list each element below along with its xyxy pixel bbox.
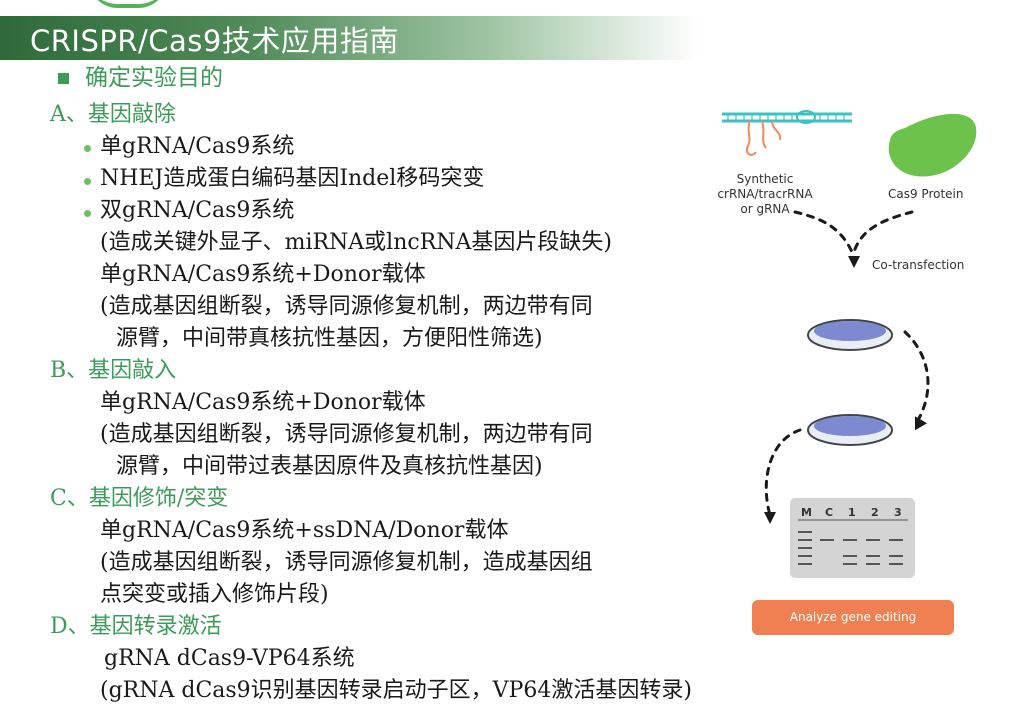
petri-dish-icon (807, 414, 893, 446)
rna-icon (722, 110, 852, 156)
gel-lane-label: M (801, 506, 812, 519)
section-a-line-3: (造成基因组断裂，诱导同源修复机制，两边带有同 (100, 294, 593, 319)
section-d-line-2: (gRNA dCas9识别基因转录启动子区，VP64激活基因转录) (100, 678, 692, 703)
cas9-protein-label: Cas9 Protein (888, 187, 964, 201)
page-title: CRISPR/Cas9技术应用指南 (30, 24, 399, 58)
top-decoration-arc (88, 0, 168, 8)
gel-lane-label: 1 (848, 506, 856, 519)
gel-lane-label: 3 (894, 506, 902, 519)
gel-icon (790, 498, 915, 578)
bullet-icon (84, 210, 91, 217)
section-b-label: B、基因敲入 (50, 358, 177, 383)
section-c-label: C、基因修饰/突变 (50, 486, 229, 511)
section-b-line-2: (造成基因组断裂，诱导同源修复机制，两边带有同 (100, 422, 593, 447)
section-a-line-2: 单gRNA/Cas9系统+Donor载体 (100, 262, 426, 287)
cotransfection-label: Co-transfection (872, 258, 965, 272)
section-a-line-1: (造成关键外显子、miRNA或lncRNA基因片段缺失) (100, 230, 612, 255)
bullet-icon (84, 178, 91, 185)
bullet-icon (84, 145, 91, 152)
cas9-protein-icon (888, 113, 977, 177)
section-a-bullet-1: 单gRNA/Cas9系统 (100, 134, 295, 159)
section-a-line-4: 源臂，中间带真核抗性基因，方便阳性筛选) (116, 326, 543, 351)
section-a-bullet-3: 双gRNA/Cas9系统 (100, 198, 295, 223)
section-c-line-2: (造成基因组断裂，诱导同源修复机制，造成基因组 (100, 550, 593, 575)
section-c-line-1: 单gRNA/Cas9系统+ssDNA/Donor载体 (100, 518, 509, 543)
section-b-line-1: 单gRNA/Cas9系统+Donor载体 (100, 390, 426, 415)
gel-lane-label: 2 (871, 506, 879, 519)
analyze-gene-editing-box: Analyze gene editing (752, 600, 954, 635)
section-b-line-3: 源臂，中间带过表基因原件及真核抗性基因) (116, 454, 543, 479)
section-d-line-1: gRNA dCas9-VP64系统 (104, 646, 355, 671)
synthetic-rna-label: Synthetic crRNA/tracrRNA or gRNA (717, 172, 813, 216)
section-a-label: A、基因敲除 (50, 102, 176, 127)
section-heading: 确定实验目的 (85, 65, 223, 91)
petri-dish-icon (807, 319, 893, 351)
gel-lane-label: C (825, 506, 834, 519)
section-c-line-3: 点突变或插入修饰片段) (100, 582, 329, 607)
section-d-label: D、基因转录激活 (50, 614, 222, 639)
section-a-bullet-2: NHEJ造成蛋白编码基因Indel移码突变 (100, 166, 485, 191)
heading-square-icon (58, 73, 69, 84)
title-bar (0, 16, 700, 60)
